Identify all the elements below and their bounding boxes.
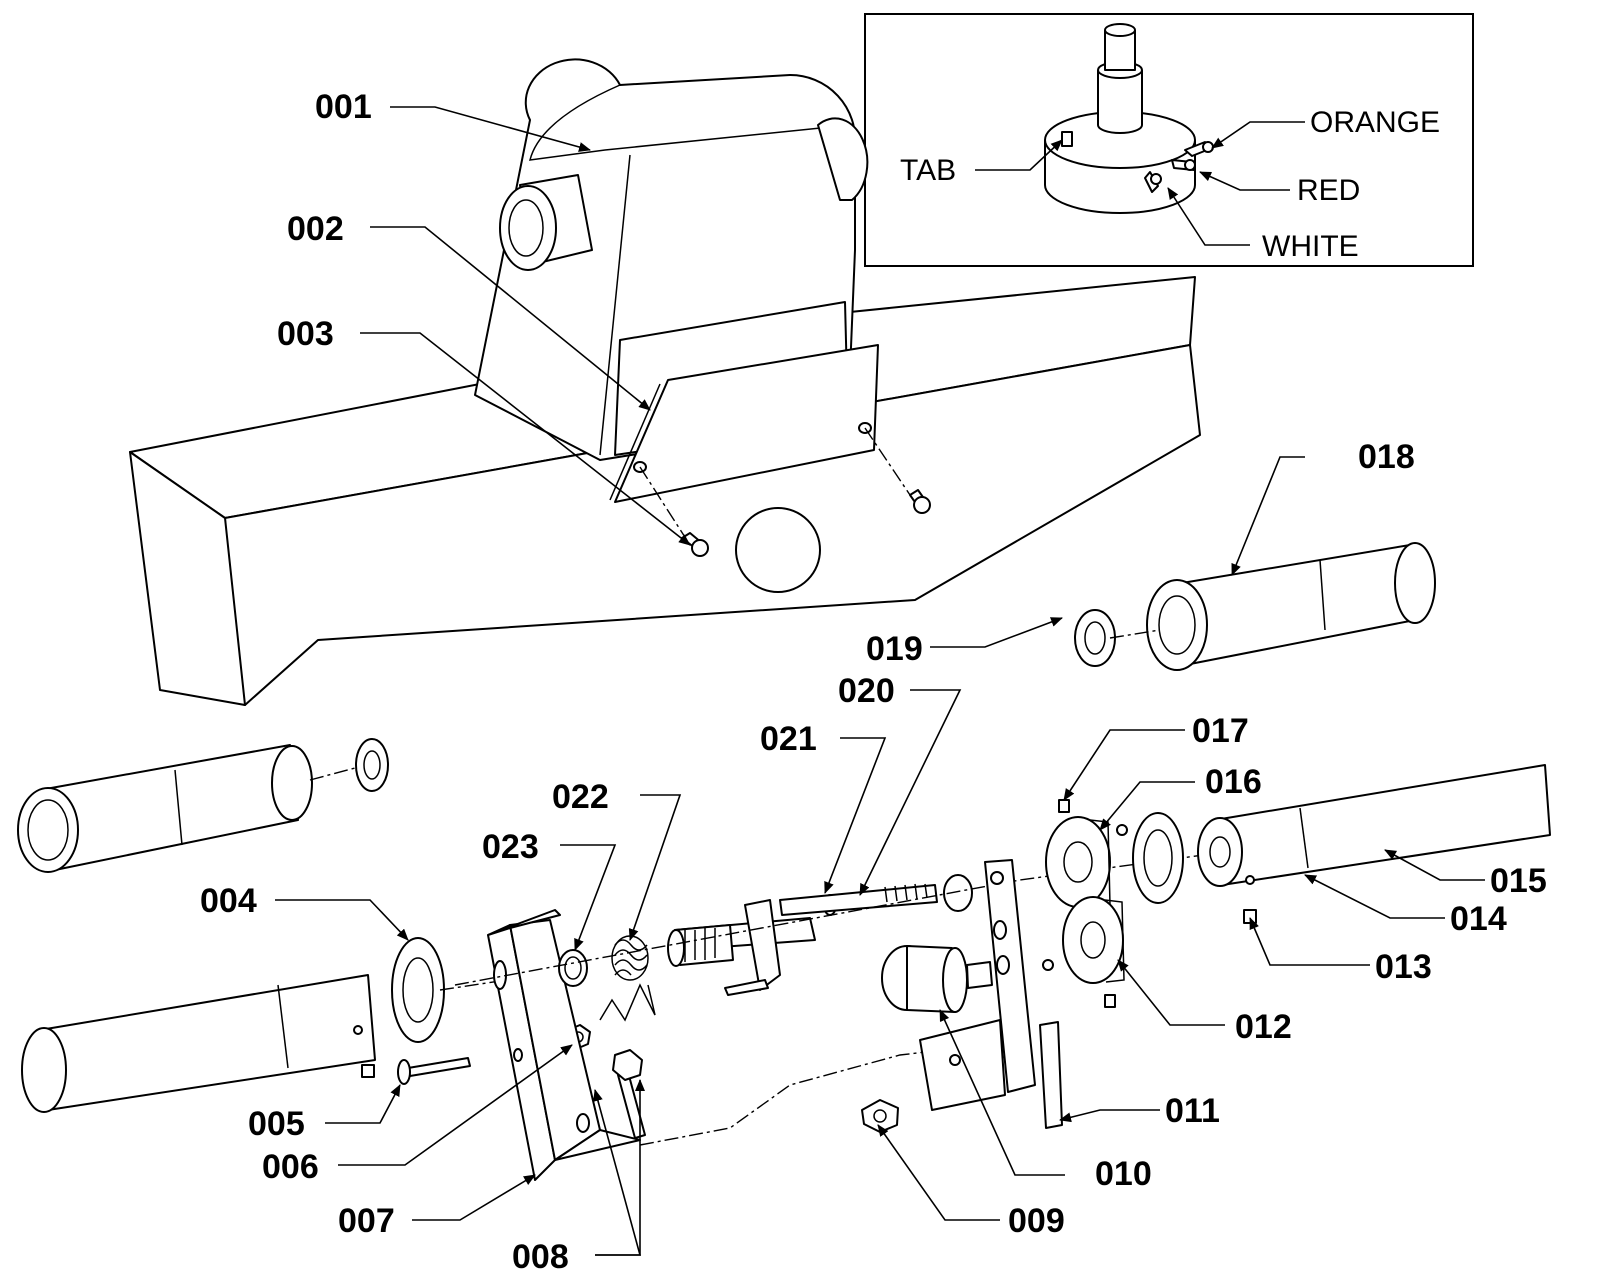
callout-019: 019 [866,630,923,668]
tab-label: TAB [900,154,956,187]
spacer-023 [558,949,588,987]
callout-001: 001 [315,88,372,126]
callout-020: 020 [838,672,895,710]
callout-016: 016 [1205,763,1262,801]
right-handle-grip-018 [1146,542,1436,671]
knob-bolt-008 [612,1049,646,1139]
setscrew-017 [1058,799,1070,813]
callout-labels: 001 002 003 004 005 006 007 008 009 010 … [200,88,1547,1276]
callout-007: 007 [338,1202,395,1240]
callout-002: 002 [287,210,344,248]
callout-011: 011 [1165,1092,1220,1130]
callout-015: 015 [1490,862,1547,900]
callout-008: 008 [512,1238,569,1276]
nut-009 [861,1099,899,1133]
callout-018: 018 [1358,438,1415,476]
right-handle-tube-015 [1197,764,1551,887]
washer-014 [1132,812,1184,904]
callout-006: 006 [262,1148,319,1186]
callout-013: 013 [1375,948,1432,986]
bolt-005 [397,1057,471,1085]
gear-016 [1045,816,1111,908]
potentiometer-010 [881,945,993,1013]
left-handle-tube [21,974,376,1113]
callout-022: 022 [552,778,609,816]
callout-003: 003 [277,315,334,353]
callout-004: 004 [200,882,257,920]
left-bracket-007 [487,909,641,1181]
left-handle-grip [17,744,313,873]
callout-010: 010 [1095,1155,1152,1193]
switch-cover-plate-002 [609,344,911,546]
spring-022 [599,935,656,1022]
threaded-rod-020 [779,874,973,916]
callout-012: 012 [1235,1008,1292,1046]
left-grip-washer [355,738,389,792]
callout-009: 009 [1008,1202,1065,1240]
right-bracket [984,859,1036,1093]
washer-019 [1074,609,1116,667]
potentiometer-illustration [1044,23,1214,214]
red-wire-label: RED [1297,174,1360,207]
orange-wire-label: ORANGE [1310,106,1440,139]
callout-017: 017 [1192,712,1249,750]
callout-021: 021 [760,720,817,758]
callout-005: 005 [248,1105,305,1143]
gear-012 [1062,896,1125,984]
callout-023: 023 [482,828,539,866]
callout-014: 014 [1450,900,1507,938]
white-wire-label: WHITE [1262,230,1359,263]
wiring-inset: TAB ORANGE RED WHITE [864,13,1474,267]
leader-lines [275,106,1485,1256]
setscrew-013 [1243,909,1257,924]
washer-004 [391,937,445,1043]
mount-plate-011 [919,1019,1063,1129]
